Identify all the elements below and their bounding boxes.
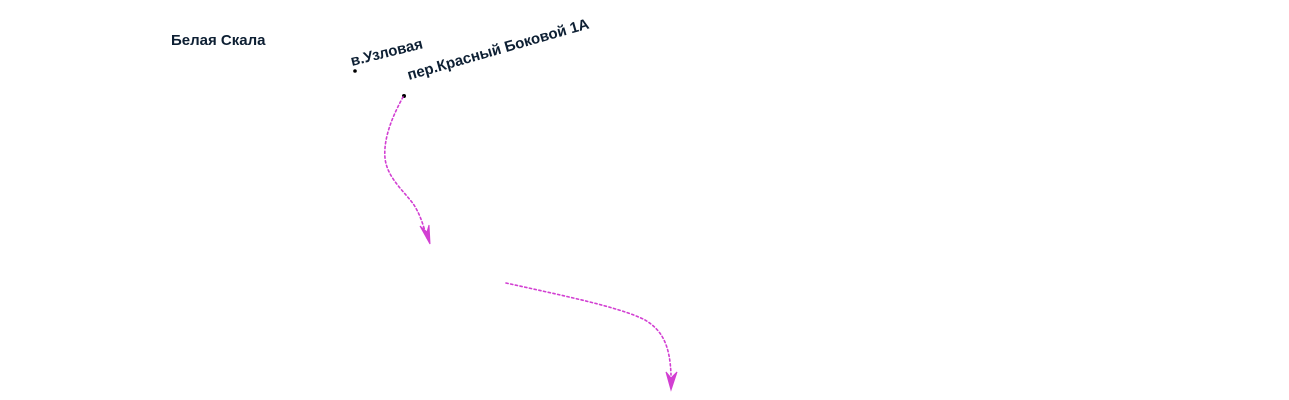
town-label-belaya-skala: Белая Скала [171, 32, 266, 49]
route-path-2 [505, 282, 672, 376]
village-marker[interactable] [353, 69, 357, 73]
route-arrow-2-icon [665, 371, 678, 392]
route-arrow-1-icon [419, 224, 431, 245]
route-path-1 [384, 96, 428, 239]
street-label-krasny-bokovoy: пер.Красный Боковой 1А [405, 16, 591, 84]
